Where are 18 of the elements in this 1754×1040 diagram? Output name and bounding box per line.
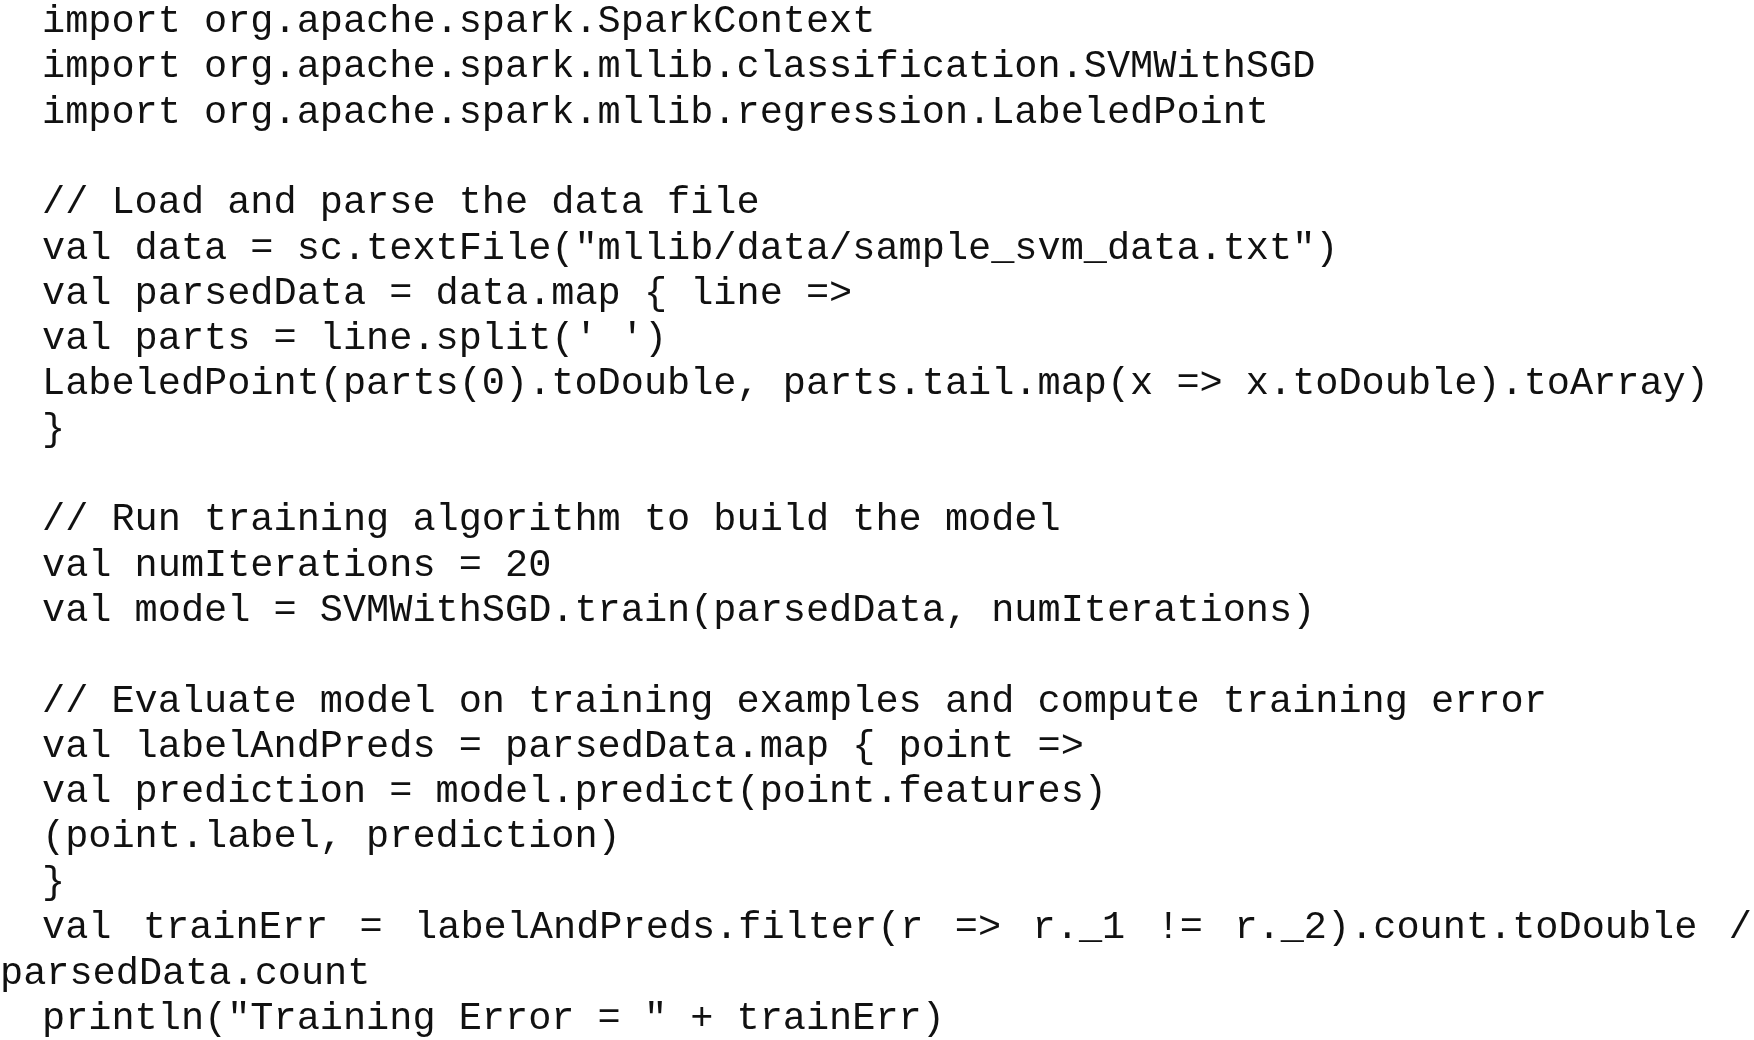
code-comment: // Load and parse the data file: [42, 181, 760, 227]
code-line: println("Training Error = " + trainErr): [42, 996, 945, 1040]
code-line: val model = SVMWithSGD.train(parsedData, numIterations): [42, 588, 1316, 635]
code-line: }: [42, 860, 66, 907]
code-line: import org.apache.spark.mllib.classification.SVMWithSGD: [42, 45, 1316, 92]
code-line: val numIterations = 20: [42, 543, 552, 590]
code-line: }: [42, 407, 66, 454]
code-line: val data = sc.textFile("mllib/data/sample_svm_data.txt"): [42, 226, 1339, 273]
code-line: LabeledPoint(parts(0).toDouble, parts.tail.map(x => x.toDouble).toArray): [42, 362, 1709, 409]
code-comment: // Run training algorithm to build the model: [42, 498, 1061, 545]
code-line: (point.label, prediction): [42, 815, 621, 862]
code-line: val parts = line.split(' '): [42, 317, 668, 363]
code-line: val labelAndPreds = parsedData.map { point =>: [42, 724, 1084, 771]
code-comment: // Evaluate model on training examples and compute training error: [42, 679, 1547, 726]
code-line: val parsedData = data.map { line =>: [42, 271, 853, 318]
code-line: import org.apache.spark.SparkContext: [42, 0, 876, 46]
code-line: import org.apache.spark.mllib.regression.LabeledPoint: [42, 90, 1269, 137]
code-line: val prediction = model.predict(point.features): [42, 770, 1107, 816]
